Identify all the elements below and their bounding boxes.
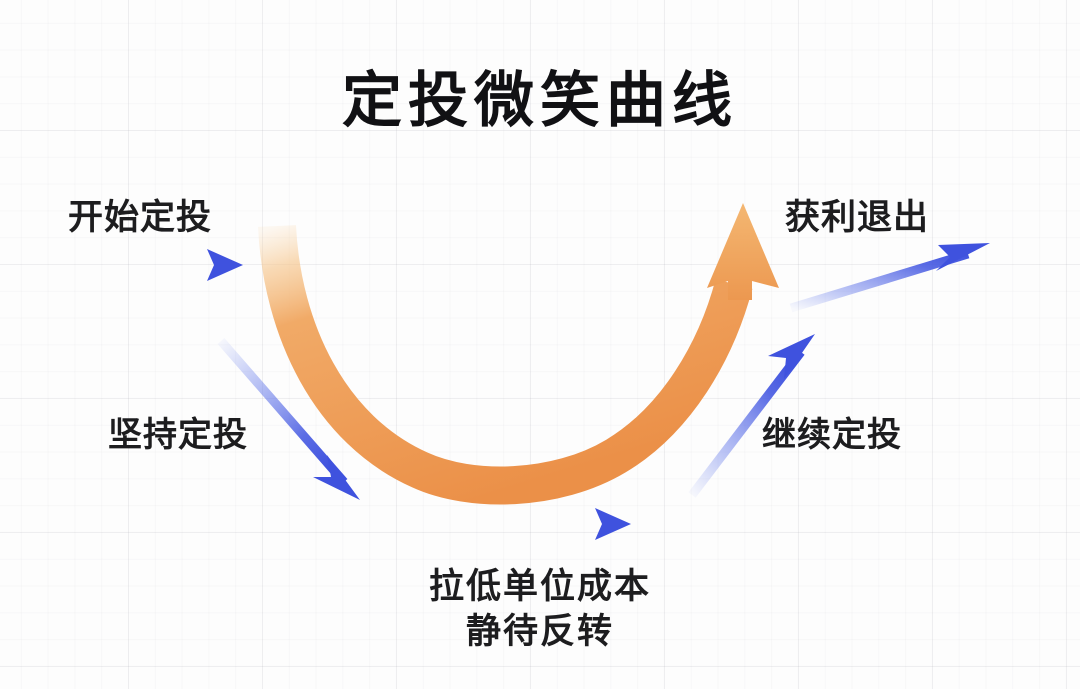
label-lower-cost-block: 拉低单位成本 静待反转 [0,565,1080,655]
arrow-lower-cost-head-icon [595,508,631,540]
arrow-continue-shaft [688,349,805,498]
arrow-exit-head-icon [936,243,990,271]
smile-curve-path [258,224,753,505]
arrow-persist-shaft [217,338,348,485]
smile-curve-orange-arrow [258,203,779,505]
arrow-exit-with-profit [789,243,990,313]
arrow-continue-investing [688,334,815,498]
label-continue-investing: 继续定投 [762,416,902,454]
label-lower-cost-line2: 静待反转 [465,611,614,651]
label-start-investing: 开始定投 [68,198,213,237]
arrow-lower-cost [422,508,631,540]
arrow-persist-head-icon [313,455,360,500]
arrow-start-investing [16,249,243,281]
arrow-start-head-icon [207,249,243,281]
label-persist-investing: 坚持定投 [108,416,248,454]
arrow-persist-investing [217,338,360,500]
page-title: 定投微笑曲线 [342,68,738,134]
smile-curve-arrowhead-icon [707,203,779,300]
label-lower-cost-line1: 拉低单位成本 [428,567,651,606]
arrow-exit-shaft [789,249,970,313]
label-exit-with-profit: 获利退出 [785,198,930,237]
arrow-continue-head-icon [768,334,815,379]
